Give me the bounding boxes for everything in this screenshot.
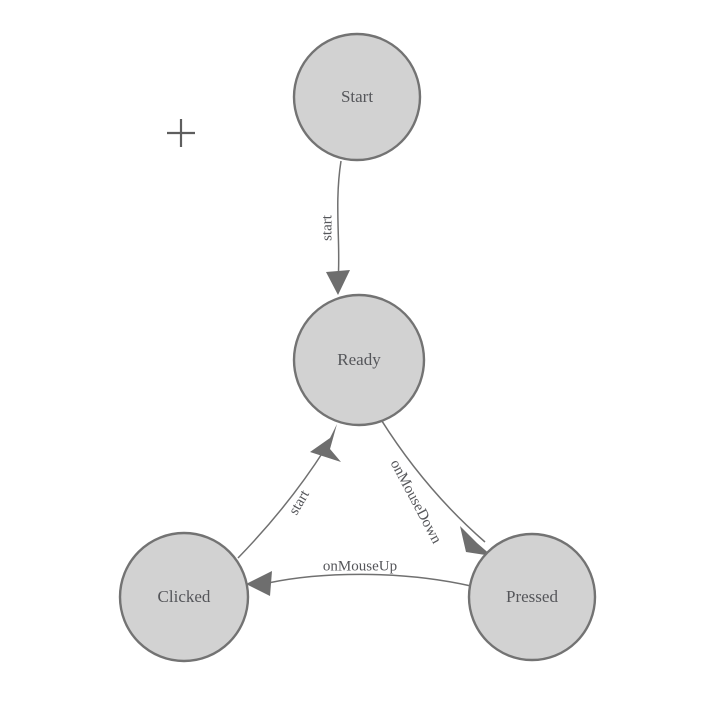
edge-ready-to-pressed-path bbox=[379, 417, 486, 543]
node-pressed-circle bbox=[467, 532, 597, 662]
node-start-label: Start bbox=[341, 87, 373, 106]
edge-pressed-to-clicked-arrowhead bbox=[246, 571, 272, 596]
edge-pressed-to-clicked[interactable]: onMouseUp bbox=[246, 558, 472, 596]
node-ready[interactable]: Ready bbox=[292, 293, 426, 427]
edge-label-ready-to-pressed: onMouseDown bbox=[387, 457, 445, 547]
edge-clicked-to-ready[interactable]: start bbox=[237, 424, 341, 559]
node-clicked-circle bbox=[118, 531, 250, 663]
edge-ready-to-pressed-arrowhead bbox=[460, 526, 492, 556]
edge-pressed-to-clicked-path bbox=[267, 573, 472, 587]
edge-clicked-to-ready-path bbox=[237, 448, 326, 559]
node-ready-label: Ready bbox=[337, 350, 381, 369]
node-start-circle bbox=[292, 32, 422, 162]
crosshair-marker bbox=[167, 119, 195, 147]
edge-clicked-to-ready-arrowhead bbox=[310, 424, 341, 462]
edge-label-clicked-to-ready: start bbox=[286, 487, 313, 518]
edge-label-start-to-ready: start bbox=[319, 214, 335, 241]
edge-start-to-ready-path bbox=[337, 160, 342, 282]
node-start[interactable]: Start bbox=[292, 32, 422, 162]
node-clicked[interactable]: Clicked bbox=[118, 531, 250, 663]
edge-label-pressed-to-clicked: onMouseUp bbox=[323, 558, 397, 574]
node-pressed-label: Pressed bbox=[506, 587, 558, 606]
node-clicked-label: Clicked bbox=[158, 587, 211, 606]
edge-ready-to-pressed[interactable]: onMouseDown bbox=[379, 417, 492, 556]
edge-start-to-ready[interactable]: start bbox=[319, 160, 350, 295]
node-pressed[interactable]: Pressed bbox=[467, 532, 597, 662]
node-ready-circle bbox=[292, 293, 426, 427]
edge-start-to-ready-arrowhead bbox=[326, 270, 350, 295]
